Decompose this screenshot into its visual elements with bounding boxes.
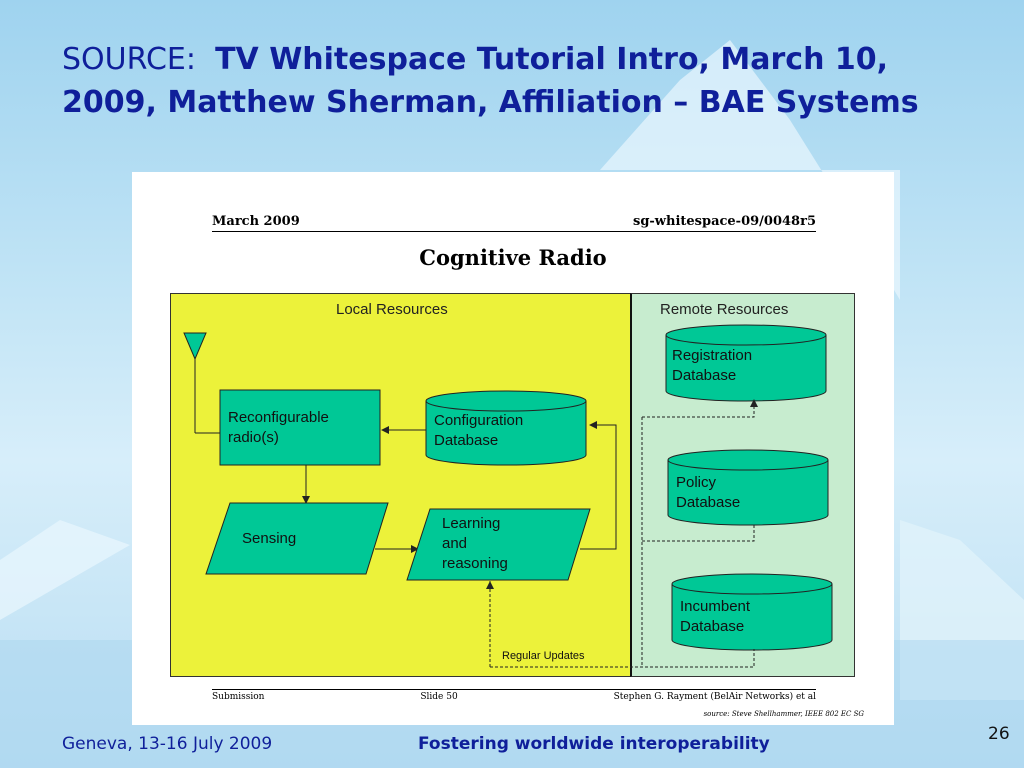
slide-footer-location: Geneva, 13-16 July 2009 [62,734,273,754]
configuration-db-label: Configuration Database [434,412,524,449]
remote-resources-label: Remote Resources [660,301,789,318]
doc-footer: Submission Slide 50 Stephen G. Rayment (… [212,689,816,702]
sensing-label: Sensing [242,530,297,547]
incumbent-database [671,573,833,651]
reconfigurable-radio-label: Reconfigurable radio(s) [228,409,329,446]
sensing-box [205,502,389,575]
antenna-icon [183,332,207,361]
slide-footer-tagline: Fostering worldwide interoperability [418,734,770,754]
doc-header: March 2009 sg-whitespace-09/0048r5 [212,214,816,232]
registration-db-label: Registration Database [672,347,753,384]
doc-footer-author: Stephen G. Rayment (BelAir Networks) et … [613,692,816,702]
doc-header-date: March 2009 [212,214,300,229]
incumbent-db-label: Incumbent Database [680,598,751,635]
slide-page-number: 26 [988,724,1010,744]
cognitive-radio-diagram: Local Resources Remote Resources Reconfi… [170,293,855,677]
learning-box [406,508,591,581]
doc-footer-slide: Slide 50 [420,692,458,702]
registration-database [665,324,827,402]
slide-title: SOURCE: TV Whitespace Tutorial Intro, Ma… [62,38,962,124]
policy-db-label: Policy Database [676,474,741,511]
configuration-database [425,390,587,466]
doc-source-note: source: Steve Shellhammer, IEEE 802 EC S… [703,710,864,718]
local-resources-pane [170,293,632,677]
local-resources-label: Local Resources [336,301,448,318]
learning-label: Learning and reasoning [442,515,508,572]
doc-footer-submission: Submission [212,692,265,702]
diagram-shapes [183,324,833,668]
regular-updates-label: Regular Updates [502,650,585,662]
doc-header-id: sg-whitespace-09/0048r5 [633,214,816,229]
embedded-document: March 2009 sg-whitespace-09/0048r5 Cogni… [132,172,894,725]
dashed-connectors [489,399,755,668]
title-text: TV Whitespace Tutorial Intro, March 10, … [62,42,919,120]
title-prefix: SOURCE: [62,42,196,77]
reconfigurable-radio-box [219,389,381,466]
policy-database [667,449,829,526]
doc-title: Cognitive Radio [419,245,607,270]
